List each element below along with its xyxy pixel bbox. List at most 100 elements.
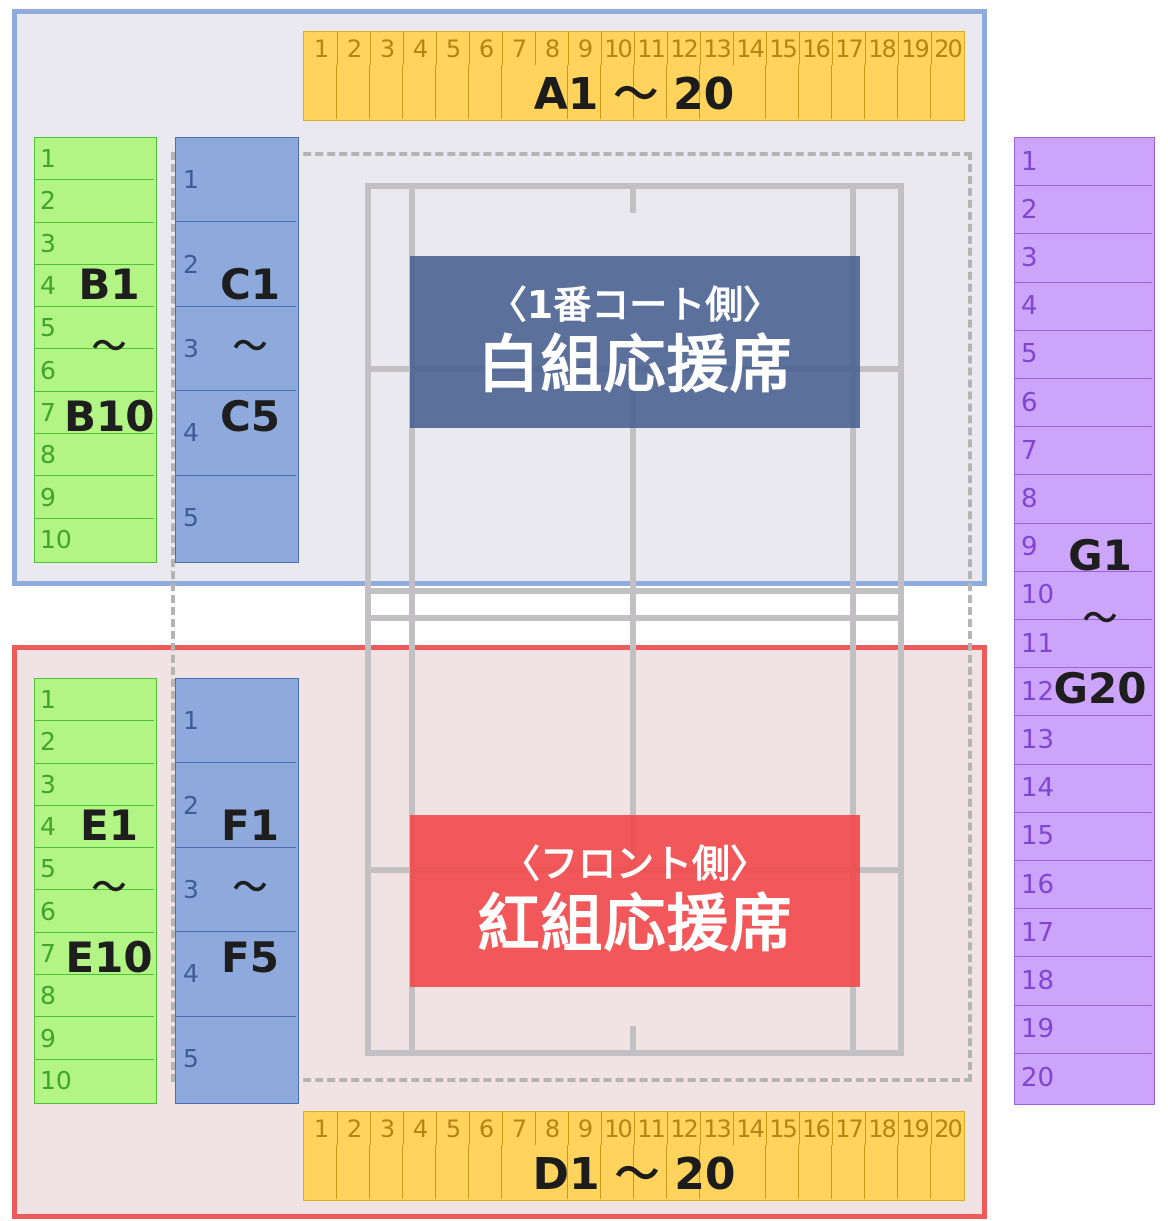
white-sign-title: 白組応援席 bbox=[477, 328, 793, 401]
seat-divider bbox=[435, 65, 436, 119]
seat-b-1: 1 bbox=[35, 138, 154, 181]
seat-a-17: 17 bbox=[832, 32, 866, 65]
section-e-from: E1 bbox=[80, 801, 138, 850]
white-team-sign: 〈1番コート側〉 白組応援席 bbox=[410, 256, 860, 428]
seat-g-14: 14 bbox=[1015, 765, 1152, 813]
seat-a-5: 5 bbox=[436, 32, 470, 65]
seat-b-3: 3 bbox=[35, 223, 154, 265]
seat-g-9: 9 bbox=[1015, 524, 1152, 572]
seat-e-1: 1 bbox=[35, 679, 154, 722]
seat-a-2: 2 bbox=[337, 32, 371, 65]
seat-a-12: 12 bbox=[667, 32, 701, 65]
seat-e-5: 5 bbox=[35, 848, 154, 891]
seat-divider bbox=[336, 1145, 337, 1199]
seat-g-2: 2 bbox=[1015, 186, 1152, 235]
seat-divider bbox=[468, 65, 469, 119]
seat-d-11: 11 bbox=[634, 1112, 668, 1145]
seat-e-10: 10 bbox=[40, 1066, 72, 1096]
seat-divider bbox=[864, 65, 865, 119]
seat-divider bbox=[831, 1145, 832, 1199]
seat-a-9: 9 bbox=[568, 32, 602, 65]
seat-d-1: 1 bbox=[304, 1112, 338, 1145]
seat-g-11: 11 bbox=[1015, 620, 1152, 669]
seat-a-15: 15 bbox=[766, 32, 800, 65]
seat-a-3: 3 bbox=[370, 32, 404, 65]
seat-c-1: 1 bbox=[176, 138, 296, 223]
seat-g-17: 17 bbox=[1015, 909, 1152, 958]
seat-c-4: 4 bbox=[176, 391, 296, 476]
seat-g-18: 18 bbox=[1015, 957, 1152, 1006]
seat-g-16: 16 bbox=[1015, 861, 1152, 910]
seat-a-4: 4 bbox=[403, 32, 437, 65]
seat-a-7: 7 bbox=[502, 32, 536, 65]
seat-b-8: 8 bbox=[35, 434, 154, 477]
seat-e-8: 8 bbox=[35, 975, 154, 1018]
seat-d-12: 12 bbox=[667, 1112, 701, 1145]
section-f-from: F1 bbox=[221, 801, 279, 850]
seat-f-1: 1 bbox=[176, 679, 296, 764]
seat-a-18: 18 bbox=[865, 32, 899, 65]
seat-b-6: 6 bbox=[35, 350, 154, 392]
seat-f-2: 2 bbox=[176, 763, 296, 848]
seat-divider bbox=[666, 1145, 667, 1199]
seat-divider bbox=[600, 1145, 601, 1199]
seat-e-9: 9 bbox=[35, 1017, 154, 1060]
seat-divider bbox=[699, 1145, 700, 1199]
seat-d-17: 17 bbox=[832, 1112, 866, 1145]
seat-divider bbox=[402, 65, 403, 119]
seat-g-13: 13 bbox=[1015, 716, 1152, 765]
seat-g-15: 15 bbox=[1015, 813, 1152, 861]
seat-d-14: 14 bbox=[733, 1112, 767, 1145]
seat-divider bbox=[798, 65, 799, 119]
seat-a-6: 6 bbox=[469, 32, 503, 65]
seat-d-19: 19 bbox=[898, 1112, 932, 1145]
seat-g-10: 10 bbox=[1015, 572, 1152, 620]
seat-d-10: 10 bbox=[601, 1112, 635, 1145]
seat-divider bbox=[633, 65, 634, 119]
seat-b-10: 10 bbox=[40, 525, 72, 555]
seat-b-5: 5 bbox=[35, 307, 154, 350]
seat-b-4: 4 bbox=[35, 265, 154, 308]
seat-divider bbox=[369, 65, 370, 119]
section-b-from: B1 bbox=[78, 260, 140, 309]
seat-divider bbox=[699, 65, 700, 119]
seat-g-19: 19 bbox=[1015, 1006, 1152, 1054]
section-c-from: C1 bbox=[219, 260, 281, 309]
seat-divider bbox=[501, 65, 502, 119]
seat-divider bbox=[336, 65, 337, 119]
seat-d-20: 20 bbox=[934, 1114, 963, 1143]
seat-e-3: 3 bbox=[35, 764, 154, 806]
section-g-to: G20 bbox=[1053, 664, 1147, 713]
seat-divider bbox=[897, 65, 898, 119]
section-e-tilde: ～ bbox=[92, 868, 126, 908]
section-a-title: A1 ～ 20 bbox=[533, 69, 735, 120]
seat-c-3: 3 bbox=[176, 307, 296, 392]
seat-e-7: 7 bbox=[35, 933, 154, 976]
seat-d-7: 7 bbox=[502, 1112, 536, 1145]
seat-divider bbox=[930, 1145, 931, 1199]
seat-f-4: 4 bbox=[176, 932, 296, 1017]
seat-divider bbox=[435, 1145, 436, 1199]
section-f-to: F5 bbox=[221, 933, 279, 982]
section-g-tilde: ～ bbox=[1083, 599, 1117, 639]
seat-divider bbox=[567, 1145, 568, 1199]
seat-a-16: 16 bbox=[799, 32, 833, 65]
seat-divider bbox=[567, 65, 568, 119]
section-c-tilde: ～ bbox=[233, 327, 267, 367]
seat-divider bbox=[930, 65, 931, 119]
white-sign-subtitle: 〈1番コート側〉 bbox=[488, 283, 782, 327]
seat-b-2: 2 bbox=[35, 180, 154, 223]
seat-d-18: 18 bbox=[865, 1112, 899, 1145]
seat-b-9: 9 bbox=[35, 476, 154, 519]
section-f-tilde: ～ bbox=[233, 868, 267, 908]
seat-g-12: 12 bbox=[1015, 668, 1152, 717]
arena-outline bbox=[171, 152, 972, 1082]
section-e-to: E10 bbox=[65, 933, 153, 982]
seat-divider bbox=[765, 1145, 766, 1199]
